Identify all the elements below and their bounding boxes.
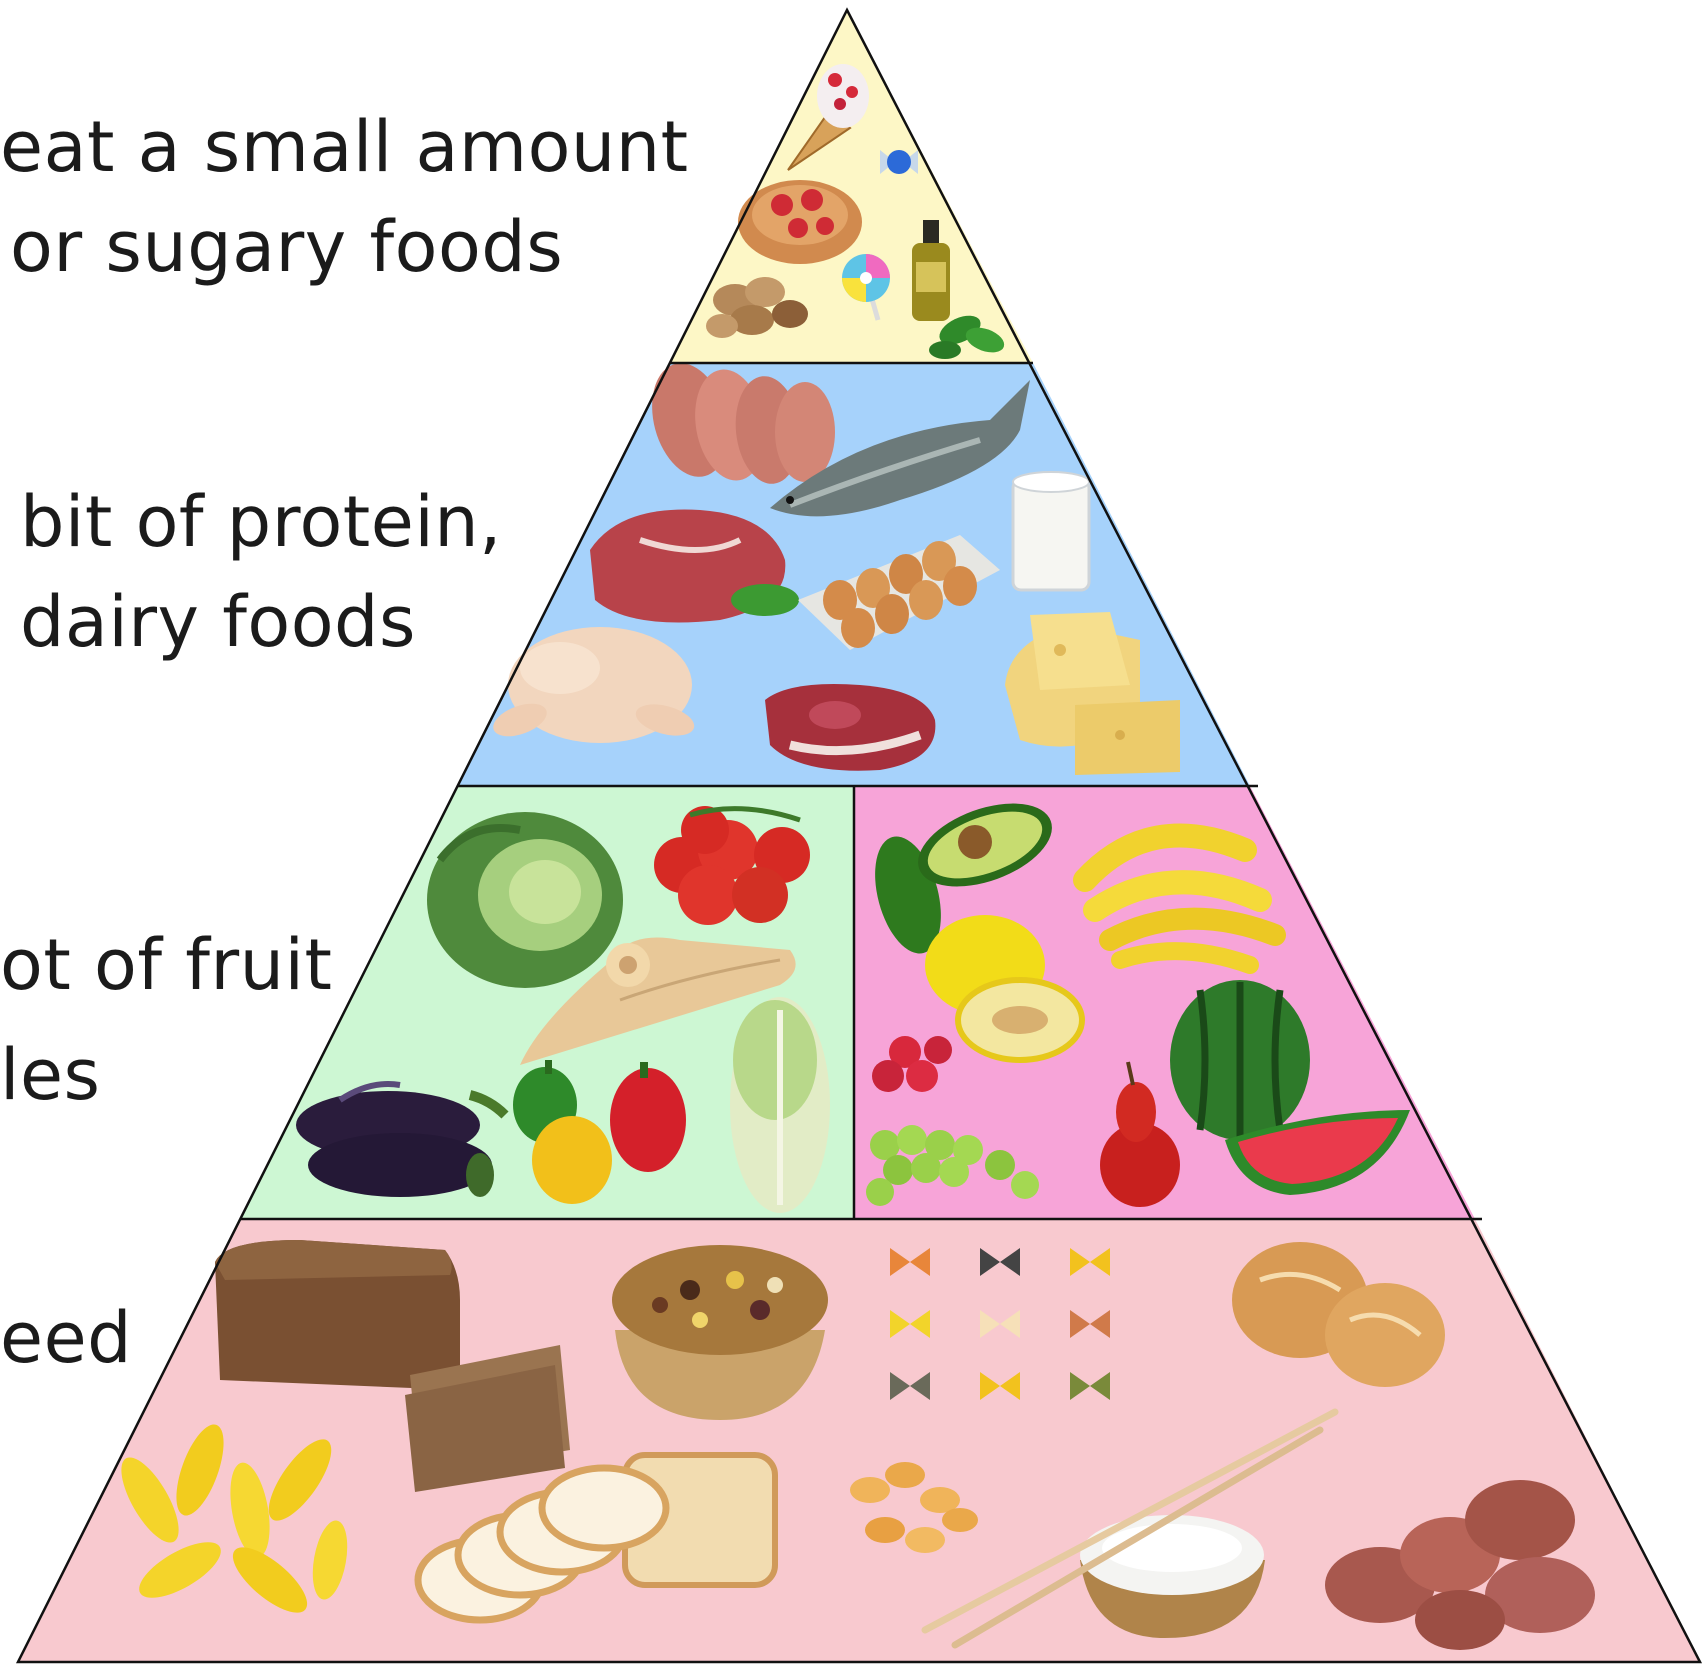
caption-fruitveg-line2: les: [0, 1040, 100, 1110]
milk-glass-icon: [1013, 472, 1089, 590]
steak-icon: [765, 684, 935, 771]
chinese-cabbage-icon: [730, 997, 830, 1213]
caption-protein-line1: bit of protein,: [20, 487, 502, 557]
caption-base-line1: eed: [0, 1303, 132, 1373]
caption-top-tier-line1: eat a small amount: [0, 112, 689, 182]
cabbage-icon: [427, 812, 623, 988]
caption-fruitveg-line1: ot of fruit: [0, 930, 332, 1000]
caption-protein-line2: dairy foods: [20, 587, 416, 657]
caption-top-tier-line2: or sugary foods: [10, 212, 563, 282]
